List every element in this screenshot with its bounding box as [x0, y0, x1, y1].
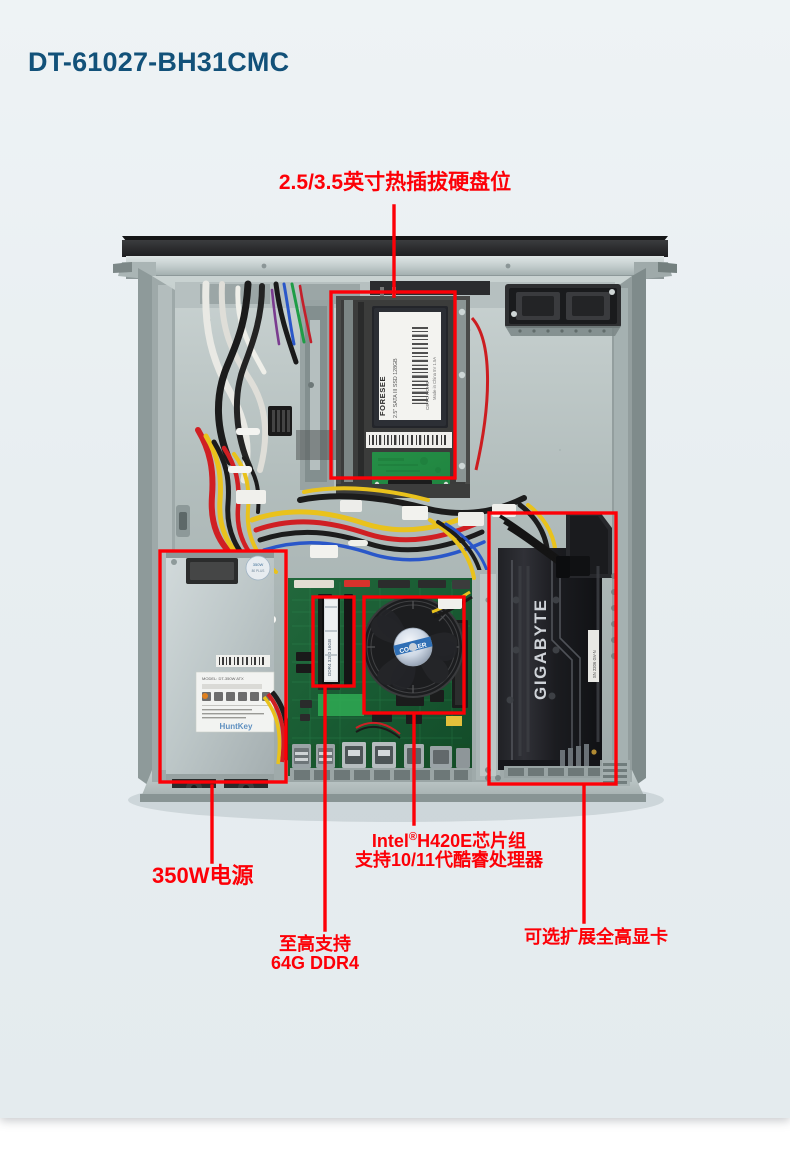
callout-chipset-cpu: Intel®H420E芯片组 支持10/11代酷睿处理器: [355, 831, 544, 871]
svg-text:DDR4 3200 16GB: DDR4 3200 16GB: [327, 639, 332, 676]
callout-gpu-line1: 可选扩展全高显卡: [524, 927, 668, 947]
svg-text:MODEL: DT-350W ATX: MODEL: DT-350W ATX: [202, 676, 244, 681]
highlight-cpu: [362, 595, 466, 715]
ssd-brand-text: FORESEE: [378, 376, 387, 416]
highlight-psu: [158, 549, 288, 784]
callout-hdd-line1: 2.5/3.5英寸热插拔硬盘位: [278, 171, 512, 194]
callout-graphics-card: 可选扩展全高显卡: [524, 927, 668, 947]
callout-cpu-line1: Intel®H420E芯片组: [355, 831, 543, 851]
highlight-gpu: [487, 511, 618, 786]
callout-memory: 至高支持 64G DDR4: [271, 934, 360, 974]
svg-text:FORESEE: FORESEE: [378, 376, 387, 416]
callout-cpu-chipset: H420E芯片组: [417, 831, 527, 851]
svg-text:CE FC ROHS: CE FC ROHS: [425, 382, 430, 410]
registered-mark-icon: ®: [408, 831, 418, 843]
floor-vent: [290, 766, 604, 782]
callout-ram-line1: 至高支持: [279, 934, 352, 954]
memory-module: DDR4 3200 16GB: [318, 594, 340, 690]
svg-text:Made in China 5V 1.5A: Made in China 5V 1.5A: [432, 357, 437, 400]
power-supply-unit: 350W 80 PLUS MODEL: DT-350W ATX: [166, 552, 290, 782]
leader-lines: [210, 204, 586, 932]
gpu-brand-text: GIGABYTE: [531, 598, 550, 700]
callout-ram-line2: 64G DDR4: [271, 953, 360, 974]
svg-text:GIGABYTE: GIGABYTE: [531, 598, 550, 700]
graphics-card: GIGABYTE SN 2206 GV-N: [498, 512, 612, 770]
hot-swap-drive-bay: FORESEE 2.5" SATA III SSD 128GB: [336, 296, 490, 498]
callout-cpu-line2: 支持10/11代酷睿处理器: [355, 850, 544, 871]
page-title: DT-61027-BH31CMC: [28, 47, 290, 77]
cpu-cooler: COOLER: [362, 590, 473, 698]
highlight-ram: [311, 595, 356, 688]
callout-hot-swap-drive-bay: 2.5/3.5英寸热插拔硬盘位: [278, 171, 512, 194]
callout-psu-line1: 350W电源: [152, 863, 254, 888]
callout-cpu-intel: Intel: [371, 831, 409, 851]
chassis-fan-assembly: [505, 284, 621, 336]
svg-text:350W: 350W: [253, 562, 264, 567]
highlight-boxes: [158, 290, 618, 786]
svg-text:SN 2206 GV-N: SN 2206 GV-N: [592, 650, 597, 678]
svg-text:HuntKey: HuntKey: [220, 722, 253, 731]
svg-text:80 PLUS: 80 PLUS: [252, 569, 265, 573]
callout-power-supply: 350W电源: [152, 863, 254, 888]
rear-io-ports: [288, 742, 472, 770]
svg-text:2.5" SATA III SSD 128GB: 2.5" SATA III SSD 128GB: [393, 358, 399, 418]
server-chassis-photo: FORESEE 2.5" SATA III SSD 128GB: [113, 204, 677, 932]
